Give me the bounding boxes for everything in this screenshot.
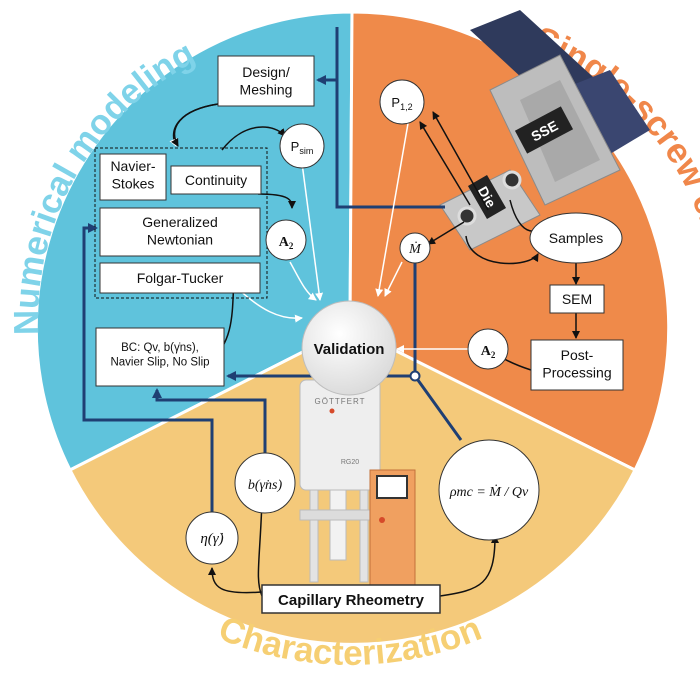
design-label: Design/Meshing	[240, 64, 293, 98]
p-sim-node: Psim	[279, 123, 325, 169]
continuity-label: Continuity	[185, 172, 247, 188]
b-node: b(γ̇ns)	[234, 452, 296, 514]
p12-node: P1,2	[379, 79, 425, 125]
m-dot-node: Ṁ	[399, 232, 431, 264]
rheometer-brand: GÖTTFERT	[315, 397, 366, 406]
post-processing-label: Post-Processing	[542, 347, 611, 381]
folgar-tucker-label: Folgar-Tucker	[137, 270, 224, 286]
extruder-illustration: SSE Die	[439, 10, 650, 251]
b-label: b(γ̇ns)	[248, 478, 283, 493]
capillary-rheometry-box: Capillary Rheometry	[261, 584, 441, 614]
rho-label: ρmc = Ṁ / Qv	[449, 484, 529, 500]
a2-left-node: A2	[265, 219, 307, 261]
bc-label: BC: Qv, b(γ̇ns),Navier Slip, No Slip	[110, 342, 209, 368]
m-dot-label: Ṁ	[408, 241, 422, 257]
eta-label: η(γ̇)	[200, 531, 223, 547]
a2-right-node: A2	[467, 328, 509, 370]
junction-node	[409, 370, 421, 382]
post-processing-box: Post-Processing	[530, 339, 624, 391]
boundary-conditions-box: BC: Qv, b(γ̇ns),Navier Slip, No Slip	[95, 327, 225, 387]
feedback-connections	[82, 27, 463, 515]
validation-label: Validation	[314, 341, 385, 358]
capillary-rheometer-illustration: GÖTTFERT RG20	[299, 379, 416, 586]
design-meshing-box: Design/Meshing	[217, 55, 315, 107]
rho-node: ρmc = Ṁ / Qv	[438, 439, 540, 541]
samples-node: Samples	[529, 212, 623, 264]
sem-label: SEM	[562, 291, 592, 307]
validation-node: Validation	[301, 300, 397, 396]
eta-node: η(γ̇)	[185, 511, 239, 565]
samples-label: Samples	[549, 230, 603, 246]
rheometer-model: RG20	[341, 459, 359, 466]
capillary-rheometry-label: Capillary Rheometry	[278, 592, 425, 609]
navier-stokes-label: Navier-Stokes	[110, 158, 155, 192]
sem-box: SEM	[549, 284, 605, 314]
